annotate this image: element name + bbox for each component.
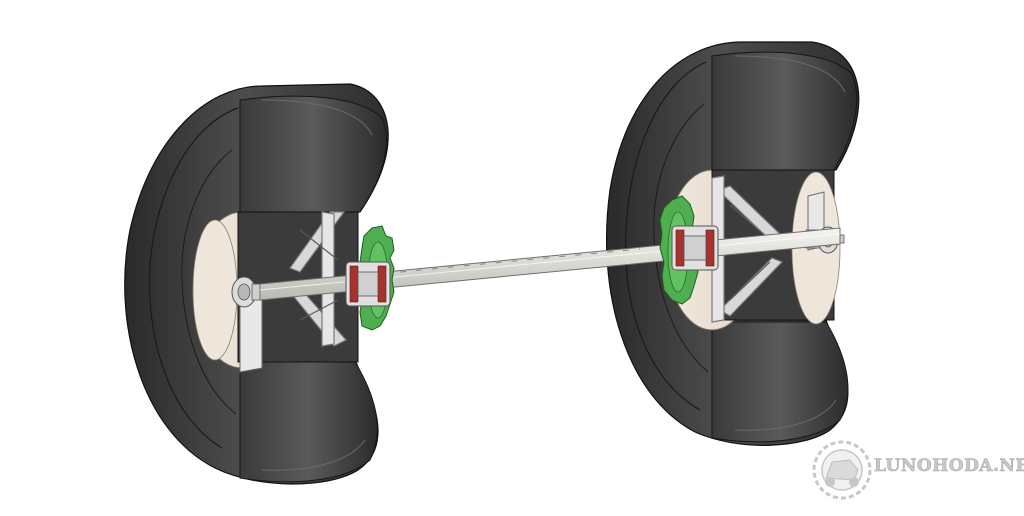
left-bearing-housing xyxy=(345,261,391,307)
right-bearing-housing xyxy=(671,225,719,271)
atv-gear-logo-icon xyxy=(812,440,872,500)
left-tire-tread-face xyxy=(239,95,387,213)
left-tire-tread-face-bottom xyxy=(239,361,378,483)
left-tire-sidewall xyxy=(148,107,239,449)
left-tire-sidewall-inner xyxy=(181,149,237,415)
right-tire-tread-line xyxy=(734,55,846,93)
right-tire-tread-line xyxy=(734,399,837,431)
right-tire-sidewall xyxy=(624,61,707,411)
left-wheel xyxy=(124,83,389,485)
left-tire-tread-line xyxy=(261,99,373,136)
right-tire-tread-face xyxy=(711,51,858,171)
left-tire-tread-line xyxy=(261,439,366,471)
right-tire-sidewall-inner xyxy=(653,103,709,373)
watermark-text: LUNOHODA.NET xyxy=(874,456,1024,477)
right-spoke-frame xyxy=(711,175,784,323)
right-tire-tread-face-bottom xyxy=(711,321,849,443)
left-hub-disc-face xyxy=(192,219,238,361)
